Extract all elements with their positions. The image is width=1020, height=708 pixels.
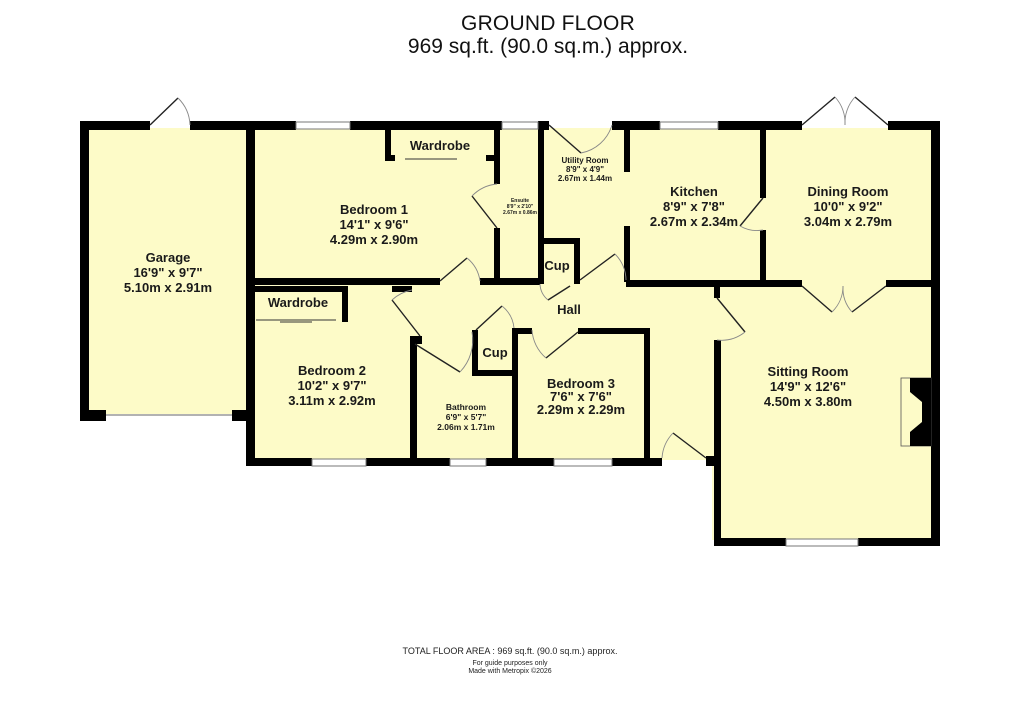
- bedroom3-name: Bedroom 3: [547, 376, 615, 391]
- dining-area: [760, 128, 936, 284]
- window-bathroom: [449, 458, 487, 467]
- kitchen-area: [626, 128, 760, 284]
- window-bedroom1: [295, 121, 351, 130]
- garage-imperial: 16'9" x 9'7": [133, 265, 202, 280]
- utility-metric: 2.67m x 1.44m: [558, 174, 612, 183]
- bedroom2-name: Bedroom 2: [298, 363, 366, 378]
- hall-label: Hall: [557, 302, 581, 317]
- label-garage: Garage 16'9" x 9'7" 5.10m x 2.91m: [124, 250, 212, 295]
- ensuite-imperial: 8'9" x 2'10": [507, 204, 534, 210]
- label-kitchen: Kitchen 8'9" x 7'8" 2.67m x 2.34m: [650, 184, 738, 229]
- wardrobe1-label: Wardrobe: [410, 138, 470, 153]
- bedroom1-imperial: 14'1" x 9'6": [339, 217, 408, 232]
- made-with-credit: Made with Metropix ©2026: [468, 668, 552, 675]
- window-sitting: [785, 538, 859, 547]
- label-bathroom: Bathroom 6'9" x 5'7" 2.06m x 1.71m: [437, 402, 495, 432]
- cup2-label: Cup: [482, 345, 507, 360]
- utility-name: Utility Room: [561, 156, 608, 165]
- cup1-label: Cup: [544, 258, 569, 273]
- garage-metric: 5.10m x 2.91m: [124, 280, 212, 295]
- ensuite-metric: 2.67m x 0.86m: [503, 210, 537, 216]
- dining-imperial: 10'0" x 9'2": [813, 199, 882, 214]
- label-sitting: Sitting Room 14'9" x 12'6" 4.50m x 3.80m: [764, 364, 852, 409]
- window-bedroom2: [311, 458, 367, 467]
- label-bedroom3: Bedroom 3 7'6" x 7'6" 2.29m x 2.29m: [537, 376, 625, 417]
- bathroom-metric: 2.06m x 1.71m: [437, 422, 495, 432]
- bedroom1-metric: 4.29m x 2.90m: [330, 232, 418, 247]
- bedroom3-metric: 2.29m x 2.29m: [537, 402, 625, 417]
- bathroom-name: Bathroom: [446, 402, 487, 412]
- sitting-metric: 4.50m x 3.80m: [764, 394, 852, 409]
- window-ensuite: [501, 121, 539, 130]
- dining-metric: 3.04m x 2.79m: [804, 214, 892, 229]
- bedroom1-area: [252, 128, 498, 282]
- walls: [80, 121, 940, 546]
- window-kitchen: [659, 121, 719, 130]
- total-floor-area: TOTAL FLOOR AREA : 969 sq.ft. (90.0 sq.m…: [402, 646, 618, 656]
- dining-name: Dining Room: [808, 184, 889, 199]
- bedroom1-name: Bedroom 1: [340, 202, 408, 217]
- sitting-imperial: 14'9" x 12'6": [770, 379, 846, 394]
- floor-area-subtitle: 969 sq.ft. (90.0 sq.m.) approx.: [407, 35, 689, 58]
- ensuite-area: [498, 128, 540, 282]
- bedroom2-imperial: 10'2" x 9'7": [297, 378, 366, 393]
- label-bedroom2: Bedroom 2 10'2" x 9'7" 3.11m x 2.92m: [288, 363, 375, 408]
- garage-name: Garage: [146, 250, 191, 265]
- kitchen-metric: 2.67m x 2.34m: [650, 214, 738, 229]
- room-labels: Garage 16'9" x 9'7" 5.10m x 2.91m Bedroo…: [124, 138, 892, 432]
- floor-title: GROUND FLOOR: [461, 12, 635, 35]
- utility-imperial: 8'9" x 4'9": [566, 165, 604, 174]
- garage-area: [88, 128, 246, 414]
- bedroom2-metric: 3.11m x 2.92m: [288, 393, 375, 408]
- sitting-area: [712, 284, 936, 540]
- label-dining: Dining Room 10'0" x 9'2" 3.04m x 2.79m: [804, 184, 892, 229]
- doors: [149, 96, 889, 459]
- kitchen-name: Kitchen: [670, 184, 718, 199]
- label-ensuite: Ensuite 8'9" x 2'10" 2.67m x 0.86m: [503, 198, 537, 216]
- label-utility: Utility Room 8'9" x 4'9" 2.67m x 1.44m: [558, 156, 612, 183]
- label-bedroom1: Bedroom 1 14'1" x 9'6" 4.29m x 2.90m: [330, 202, 418, 247]
- windows: [106, 121, 859, 547]
- sitting-name: Sitting Room: [768, 364, 849, 379]
- bathroom-imperial: 6'9" x 5'7": [446, 412, 486, 422]
- guide-disclaimer: For guide purposes only: [472, 660, 548, 667]
- kitchen-imperial: 8'9" x 7'8": [663, 199, 725, 214]
- window-bedroom3: [553, 458, 613, 467]
- bedroom3-imperial: 7'6" x 7'6": [550, 389, 612, 404]
- wardrobe2-label: Wardrobe: [268, 295, 328, 310]
- ensuite-name: Ensuite: [511, 198, 529, 204]
